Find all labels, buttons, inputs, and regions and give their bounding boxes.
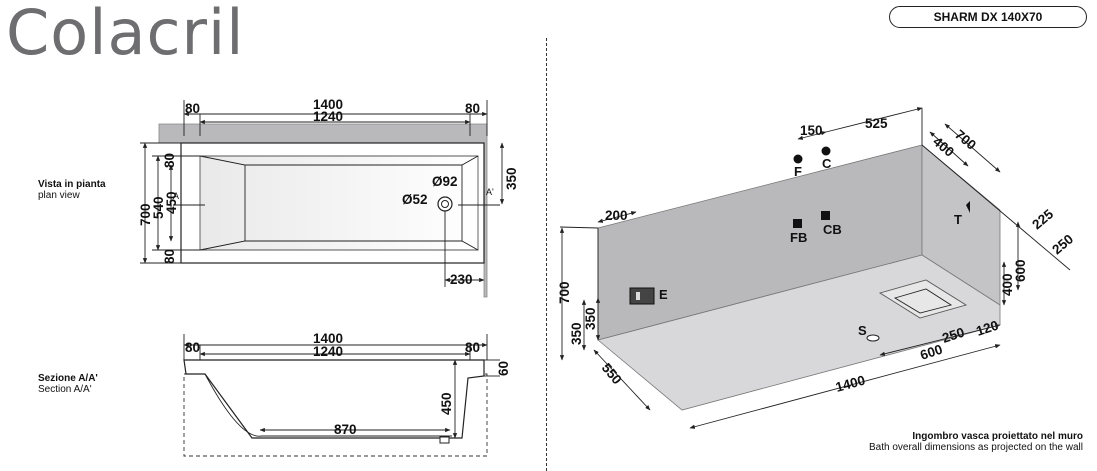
section-view: 1400 1240 80 80 60 450 870 — [183, 331, 511, 457]
projection-point-fb-marker — [793, 219, 802, 228]
projection-dim-525: 525 — [865, 116, 888, 131]
projection-dim-250-right: 250 — [1049, 231, 1076, 257]
projection-point-t-marker — [966, 201, 970, 213]
projection-label-e: E — [659, 287, 668, 302]
model-badge: SHARM DX 140X70 — [889, 6, 1087, 28]
projection-point-cb-marker — [821, 211, 830, 220]
plan-drain-inner — [441, 200, 449, 208]
plan-dim-80-right: 80 — [465, 101, 480, 116]
projection-floor-recess — [878, 279, 968, 319]
projection-dim-600-right: 600 — [1013, 259, 1028, 282]
section-drain — [439, 436, 450, 444]
projection-point-s-marker — [866, 334, 880, 342]
projection-dim-400-right: 400 — [1000, 273, 1015, 296]
projection-dim-350-a: 350 — [569, 322, 584, 345]
projection-caption-it: Ingombro vasca proiettato nel muro — [912, 431, 1083, 442]
plan-dim-350: 350 — [504, 167, 519, 190]
projection-dim-1400: 1400 — [834, 373, 867, 395]
section-dim-450: 450 — [439, 392, 454, 415]
section-dim-870: 870 — [334, 422, 357, 437]
projection-dim-225: 225 — [1029, 206, 1056, 232]
section-view-caption-it: Sezione A/A' — [38, 373, 98, 384]
plan-view-caption-it: Vista in pianta — [38, 179, 106, 190]
plan-dim-dia92: Ø92 — [432, 174, 458, 189]
projection-dim-700-left: 700 — [557, 281, 572, 304]
section-dim-80-left: 80 — [185, 340, 200, 355]
plan-section-mark-a: A — [173, 191, 179, 201]
projection-caption-en: Bath overall dimensions as projected on … — [868, 442, 1083, 453]
projection-label-f: F — [794, 164, 802, 179]
plan-dim-1240: 1240 — [313, 109, 343, 124]
projection-point-e-marker — [629, 287, 655, 305]
projection-point-f-marker — [793, 154, 803, 164]
projection-dim-200: 200 — [605, 208, 628, 223]
projection-label-cb: CB — [823, 222, 842, 237]
projection-label-fb: FB — [790, 230, 807, 245]
plan-dim-540: 540 — [151, 196, 166, 219]
plan-dim-80-top: 80 — [162, 153, 177, 168]
view-divider — [546, 38, 547, 471]
plan-dim-dia52: Ø52 — [402, 192, 428, 207]
plan-dim-230: 230 — [450, 272, 473, 287]
plan-view: A A' 1400 1240 80 80 700 540 450 80 80 3… — [138, 97, 519, 298]
section-tub-shell — [183, 359, 485, 439]
plan-view-caption-en: plan view — [38, 190, 80, 201]
projection-dim-550: 550 — [599, 360, 625, 387]
section-view-caption-en: Section A/A' — [38, 384, 92, 395]
projection-view: F C FB CB E T S 150 525 400 700 200 225 … — [557, 107, 1076, 429]
section-dim-60: 60 — [496, 361, 511, 376]
projection-caption: Ingombro vasca proiettato nel muro Bath … — [869, 431, 1083, 453]
plan-view-caption: Vista in pianta plan view — [38, 179, 106, 201]
section-dim-1400: 1400 — [313, 331, 343, 346]
brand-logo: Colacril — [6, 0, 245, 69]
projection-dim-350-b: 350 — [583, 307, 598, 330]
plan-basin — [199, 155, 479, 251]
plan-dim-1400: 1400 — [313, 97, 343, 112]
plan-dim-80-bottom: 80 — [162, 249, 177, 264]
plan-dim-700: 700 — [138, 203, 153, 226]
plan-dim-450: 450 — [164, 191, 179, 214]
projection-label-s: S — [858, 323, 867, 338]
section-view-caption: Sezione A/A' Section A/A' — [38, 373, 98, 395]
projection-point-c-marker — [821, 146, 831, 156]
projection-label-t: T — [954, 212, 962, 227]
projection-label-c: C — [822, 156, 832, 171]
projection-dim-150: 150 — [800, 123, 823, 138]
section-dim-1240: 1240 — [313, 344, 343, 359]
section-dim-80-right: 80 — [465, 340, 480, 355]
plan-dim-80-left: 80 — [185, 101, 200, 116]
plan-section-mark-a2: A' — [486, 187, 494, 197]
